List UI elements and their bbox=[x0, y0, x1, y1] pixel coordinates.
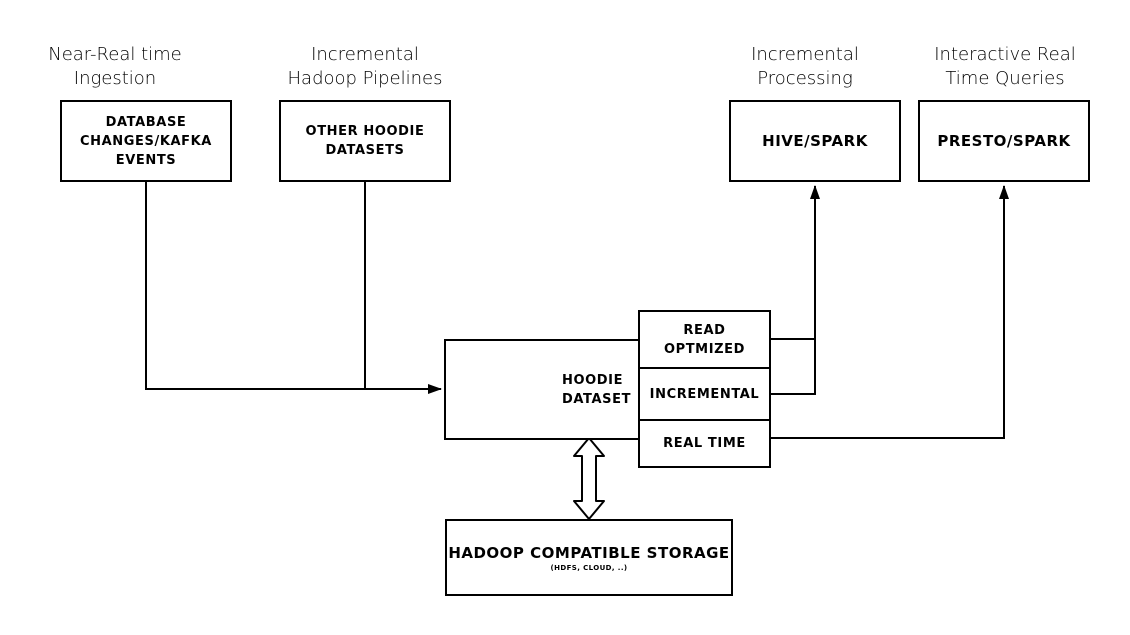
presto-spark-label: PRESTO/SPARK bbox=[937, 131, 1071, 150]
real-time-to-presto-connector bbox=[770, 185, 1009, 439]
queries-label-line-2: Time Queries bbox=[945, 68, 1065, 89]
hadoop-storage-subtitle: (HDFS, CLOUD, ..) bbox=[550, 563, 628, 572]
ingestion-label: Near-Real time Ingestion bbox=[40, 43, 190, 91]
read-optimized-line-2: OPTMIZED bbox=[663, 341, 746, 357]
hive-spark-box: HIVE/SPARK bbox=[729, 100, 901, 182]
db-changes-line-1: DATABASE bbox=[105, 114, 187, 130]
other-datasets-line-1: OTHER HOODIE bbox=[305, 124, 425, 139]
hadoop-storage-box: HADOOP COMPATIBLE STORAGE (HDFS, CLOUD, … bbox=[445, 519, 733, 596]
storage-double-arrow bbox=[573, 437, 605, 520]
pipelines-label-line-2: Hadoop Pipelines bbox=[287, 68, 443, 89]
processing-label-line-1: Incremental bbox=[751, 44, 859, 65]
read-optimized-line-1: READ bbox=[683, 322, 726, 338]
pipelines-label-line-1: Incremental bbox=[311, 44, 419, 65]
hoodie-dataset-line-2: DATASET bbox=[562, 391, 632, 407]
hoodie-dataset-box: HOODIE DATASET bbox=[444, 339, 644, 440]
hive-spark-label: HIVE/SPARK bbox=[762, 131, 868, 150]
db-changes-line-3: EVENTS bbox=[115, 152, 177, 168]
queries-label-line-1: Interactive Real bbox=[934, 44, 1076, 65]
ingestion-label-line-2: Ingestion bbox=[73, 68, 157, 89]
real-time-view-box: REAL TIME bbox=[638, 419, 771, 468]
db-changes-connector bbox=[145, 181, 442, 394]
processing-label-line-2: Processing bbox=[757, 68, 853, 89]
other-datasets-box: OTHER HOODIE DATASETS bbox=[279, 100, 451, 182]
pipelines-label: Incremental Hadoop Pipelines bbox=[280, 43, 450, 91]
hadoop-storage-title: HADOOP COMPATIBLE STORAGE bbox=[448, 543, 730, 562]
read-optimized-view-box: READ OPTMIZED bbox=[638, 310, 771, 369]
presto-spark-box: PRESTO/SPARK bbox=[918, 100, 1090, 182]
ingestion-label-line-1: Near-Real time bbox=[48, 44, 182, 65]
db-changes-box: DATABASE CHANGES/KAFKA EVENTS bbox=[60, 100, 232, 182]
real-time-view-label: REAL TIME bbox=[663, 436, 746, 451]
db-changes-line-2: CHANGES/KAFKA bbox=[80, 133, 212, 149]
processing-label: Incremental Processing bbox=[725, 43, 885, 91]
incremental-view-box: INCREMENTAL bbox=[638, 367, 771, 421]
incremental-to-hive-connector bbox=[770, 185, 820, 395]
other-datasets-line-2: DATASETS bbox=[325, 143, 405, 158]
queries-label: Interactive Real Time Queries bbox=[915, 43, 1095, 91]
hoodie-dataset-line-1: HOODIE bbox=[562, 372, 624, 388]
incremental-view-label: INCREMENTAL bbox=[649, 386, 760, 402]
